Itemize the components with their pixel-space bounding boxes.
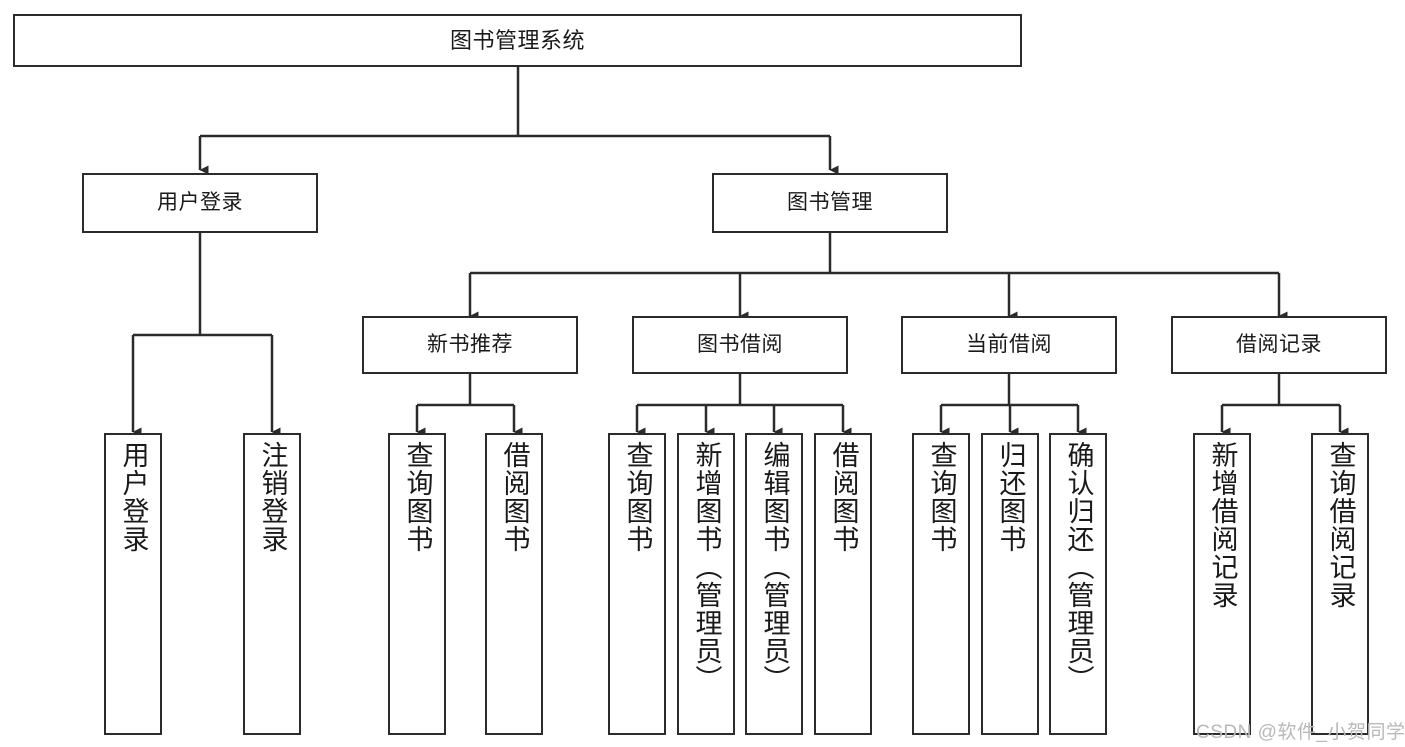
node-current-borrow[interactable]: 当前借阅 — [901, 316, 1117, 374]
node-book-management[interactable]: 图书管理 — [712, 173, 948, 233]
leaf-current-borrow-query-book[interactable]: 查询图书 — [912, 433, 970, 735]
node-root-book-management-system[interactable]: 图书管理系统 — [13, 14, 1022, 67]
leaf-user-login-logout[interactable]: 注销登录 — [243, 433, 301, 735]
node-label: 用户登录 — [157, 190, 243, 214]
leaf-book-borrow-borrow-book[interactable]: 借阅图书 — [814, 433, 872, 735]
node-label: 图书管理 — [787, 190, 873, 214]
leaf-current-borrow-confirm-return-admin[interactable]: 确认归还（管理员） — [1049, 433, 1107, 735]
node-label: 借阅图书 — [828, 441, 859, 553]
leaf-current-borrow-return-book[interactable]: 归还图书 — [981, 433, 1039, 735]
node-label: 查询图书 — [926, 441, 957, 553]
node-label: 借阅记录 — [1236, 332, 1322, 356]
node-label: 新书推荐 — [427, 332, 513, 356]
leaf-user-login-login[interactable]: 用户登录 — [104, 433, 162, 735]
node-label: 图书借阅 — [697, 332, 783, 356]
node-label: 确认归还（管理员） — [1063, 441, 1094, 693]
leaf-borrow-record-add-record[interactable]: 新增借阅记录 — [1193, 433, 1251, 735]
node-label: 查询借阅记录 — [1325, 441, 1356, 609]
node-book-borrow[interactable]: 图书借阅 — [632, 316, 848, 374]
leaf-book-borrow-edit-book-admin[interactable]: 编辑图书（管理员） — [745, 433, 803, 735]
node-borrow-record[interactable]: 借阅记录 — [1171, 316, 1387, 374]
leaf-book-borrow-query-book[interactable]: 查询图书 — [608, 433, 666, 735]
node-label: 当前借阅 — [966, 332, 1052, 356]
csdn-watermark: CSDN @软件_小贺同学 — [1196, 722, 1405, 743]
leaf-new-book-query-book[interactable]: 查询图书 — [388, 433, 446, 735]
node-label: 注销登录 — [257, 441, 288, 553]
node-label: 查询图书 — [622, 441, 653, 553]
node-label: 查询图书 — [402, 441, 433, 553]
node-label: 新增借阅记录 — [1207, 441, 1238, 609]
node-label: 编辑图书（管理员） — [759, 441, 790, 693]
node-label: 新增图书（管理员） — [691, 441, 722, 693]
node-new-book-recommend[interactable]: 新书推荐 — [362, 316, 578, 374]
node-label: 归还图书 — [995, 441, 1026, 553]
node-label: 图书管理系统 — [449, 27, 585, 53]
leaf-new-book-borrow-book[interactable]: 借阅图书 — [485, 433, 543, 735]
node-label: 借阅图书 — [499, 441, 530, 553]
node-label: 用户登录 — [118, 441, 149, 553]
leaf-borrow-record-query-record[interactable]: 查询借阅记录 — [1311, 433, 1369, 735]
node-user-login[interactable]: 用户登录 — [82, 173, 318, 233]
leaf-book-borrow-add-book-admin[interactable]: 新增图书（管理员） — [677, 433, 735, 735]
